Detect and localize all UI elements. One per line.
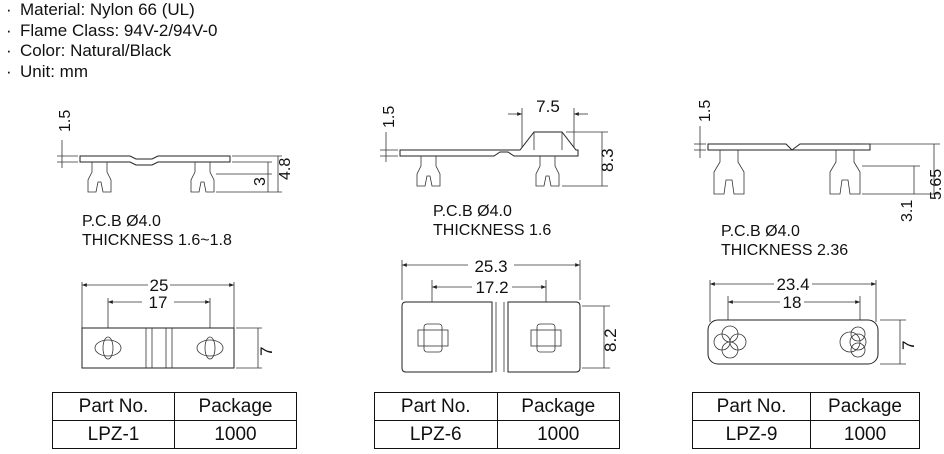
lpz-9-dim-7: 7 [899,341,918,350]
lpz-9-table: Part No. Package LPZ-9 1000 [691,392,920,449]
lpz-1-dim-7: 7 [257,347,276,356]
lpz-1-dim-25: 25 [150,276,169,295]
part-no-cell: LPZ-1 [52,420,175,449]
lpz-1-top-view [81,282,262,369]
package-cell: 1000 [174,420,297,449]
lpz-6-dim-17-2: 17.2 [475,278,508,297]
lpz-9-side-view [694,126,940,195]
part-no-header: Part No. [52,392,175,421]
lpz-6-side-view [380,108,608,187]
lpz-1-dim-3: 3 [252,177,269,186]
lpz-9-pcb-label: P.C.B Ø4.0 [721,223,800,240]
lpz-1-dim-4-8: 4.8 [277,158,294,180]
lpz-9-top-view [707,280,906,365]
spec-flame-class: ·Flame Class: 94V-2/94V-0 [6,20,218,40]
spec-color: ·Color: Natural/Black [6,41,172,60]
lpz-6-thickness-label: THICKNESS 1.6 [433,222,551,239]
lpz-6-dim-1-5: 1.5 [381,106,398,128]
lpz-6-dim-25-3: 25.3 [474,257,507,276]
lpz-6-dim-7-5: 7.5 [536,97,560,116]
spec-material: ·Material: Nylon 66 (UL) [6,0,195,19]
package-cell: 1000 [810,420,920,449]
lpz-9-dim-3-1: 3.1 [899,200,916,222]
lpz-1-dim-1-5: 1.5 [57,110,74,132]
lpz-6-dim-8-3: 8.3 [598,148,617,172]
lpz-6-table: Part No. Package LPZ-6 1000 [374,392,620,449]
package-header: Package [174,392,297,421]
lpz-1-table: Part No. Package LPZ-1 1000 [52,392,297,449]
package-header: Package [810,392,920,421]
part-no-header: Part No. [374,392,498,421]
lpz-9-dim-1-5: 1.5 [697,100,714,122]
lpz-9-dim-18: 18 [783,293,802,312]
part-no-cell: LPZ-9 [691,420,812,449]
package-header: Package [496,392,620,421]
lpz-6-dim-8-2: 8.2 [601,328,620,352]
lpz-1-thickness-label: THICKNESS 1.6~1.8 [82,232,232,249]
part-no-header: Part No. [691,392,812,421]
lpz-6-top-view [401,260,610,373]
lpz-1-pcb-label: P.C.B Ø4.0 [82,213,161,230]
lpz-9-thickness-label: THICKNESS 2.36 [721,242,848,259]
lpz-1-side-view [57,140,282,193]
spec-list: ·Material: Nylon 66 (UL) ·Flame Class: 9… [6,0,217,82]
lpz-9-dim-5-65: 5.65 [928,169,944,200]
spec-unit: ·Unit: mm [6,61,88,81]
package-cell: 1000 [496,420,620,449]
lpz-1-dim-17: 17 [149,293,168,312]
lpz-6-pcb-label: P.C.B Ø4.0 [433,203,512,220]
part-no-cell: LPZ-6 [374,420,498,449]
lpz-9-dim-23-4: 23.4 [776,275,809,294]
